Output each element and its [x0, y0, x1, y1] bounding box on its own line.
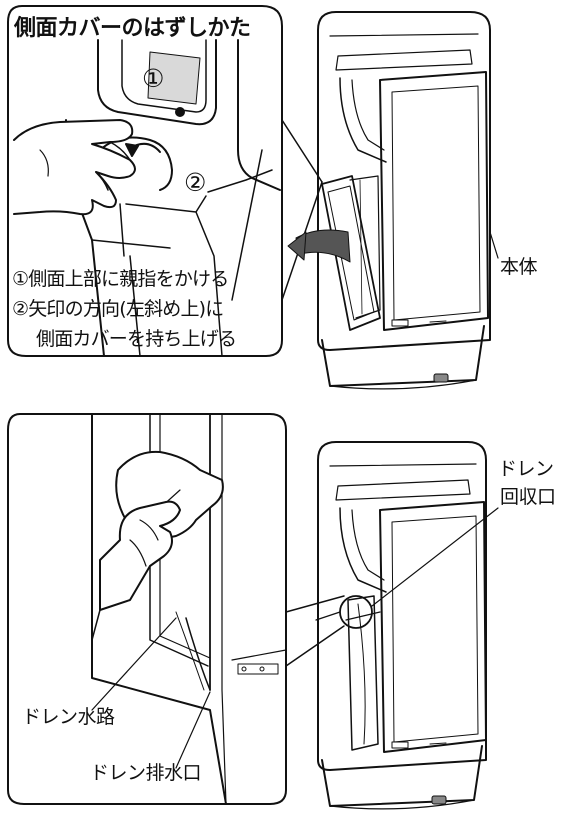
page-title: 側面カバーのはずしかた [14, 16, 251, 41]
hand-icon-top [13, 119, 136, 216]
drain-recovery-label-line1: ドレン [498, 458, 554, 480]
step-2-text-cont: 側面カバーを持ち上げる [36, 328, 237, 350]
drain-recovery-label-line2: 回収口 [500, 486, 556, 508]
dryer-illustration-bottom [317, 441, 499, 810]
step-2-text: ②矢印の方向(左斜め上)に [12, 298, 224, 320]
detail-dryer-body [65, 39, 281, 357]
drain-outlet-label: ドレン排水口 [90, 762, 202, 784]
main-unit-label: 本体 [500, 256, 538, 278]
step-1-text: ①側面上部に親指をかける [12, 268, 229, 290]
step-1-badge: ① [142, 64, 165, 93]
step-2-badge: ② [184, 168, 207, 197]
dryer-illustration-top [287, 11, 499, 390]
drain-channel-label: ドレン水路 [22, 706, 115, 728]
hand-with-cloth-icon [91, 450, 224, 641]
callout-frame-bottom [7, 413, 373, 805]
